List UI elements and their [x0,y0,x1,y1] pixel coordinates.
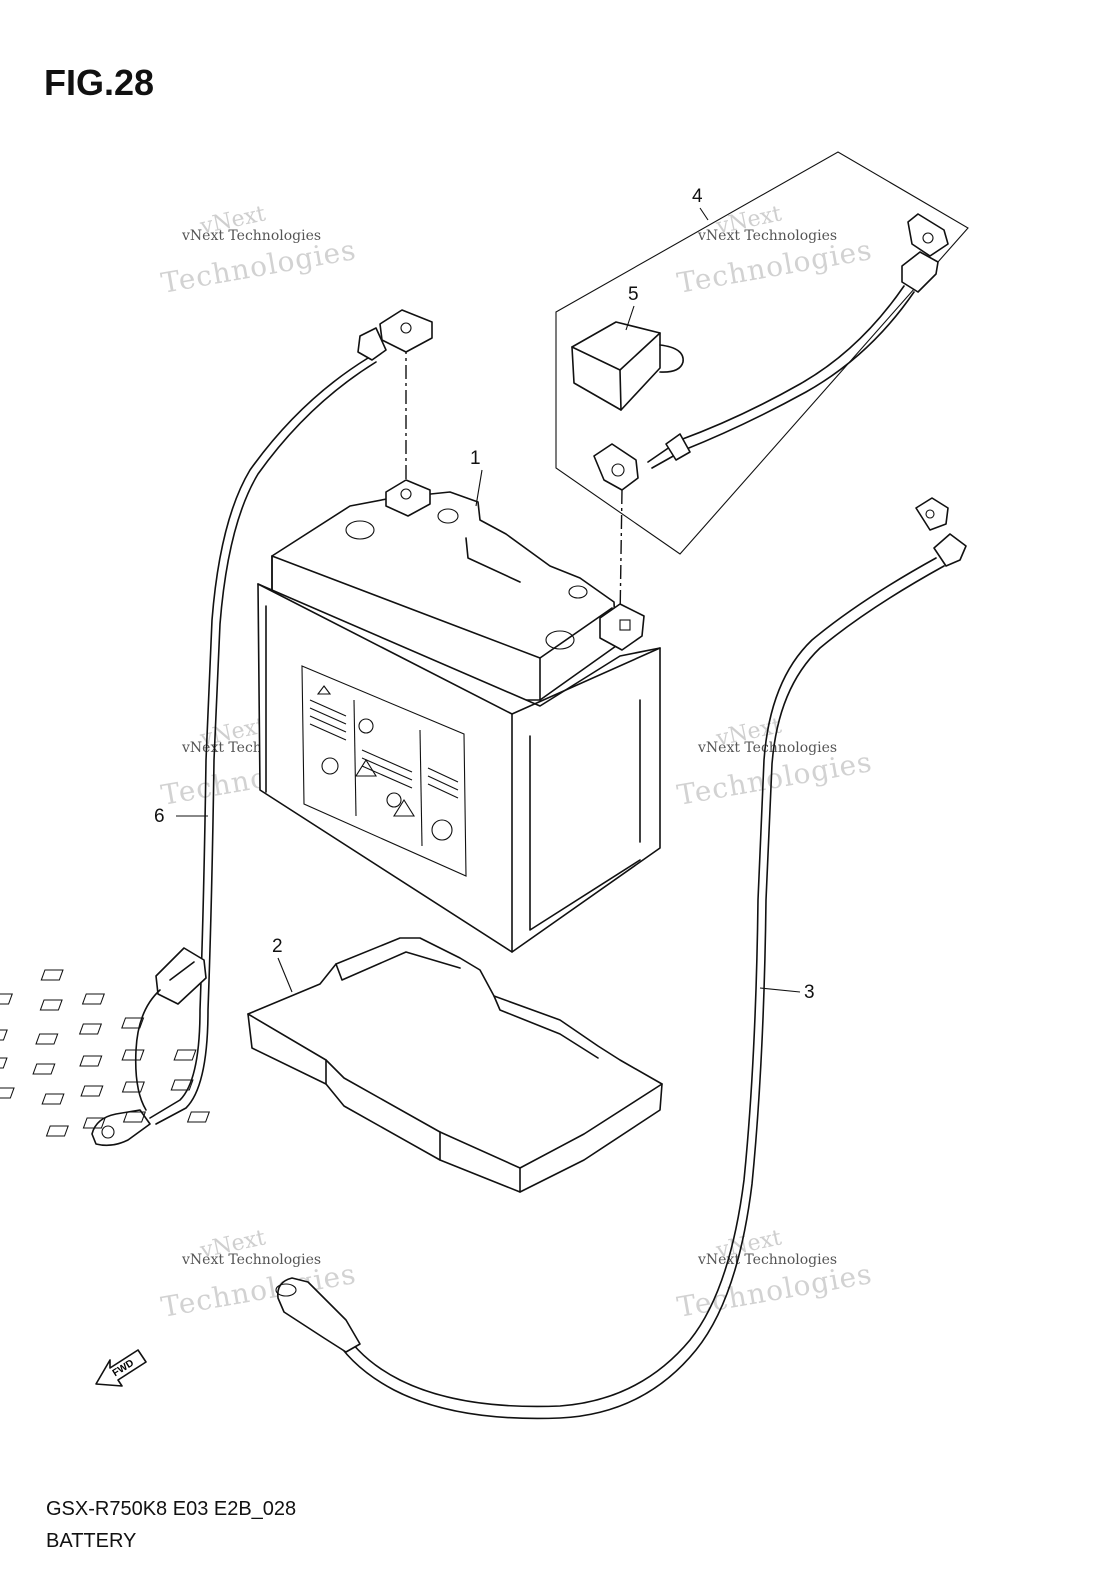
part-5-terminal-cover [571,321,684,411]
callout-3: 3 [804,982,815,1003]
part-3-positive-cable [275,497,967,1420]
part-6-negative-lead [91,309,433,1147]
callout-1: 1 [470,448,481,469]
callout-5: 5 [628,284,639,305]
part-1-battery [257,479,661,953]
part-2-battery-tray [0,937,663,1193]
figure-title: FIG.28 [44,62,155,103]
model-code: GSX-R750K8 E03 E2B_028 [46,1498,297,1520]
callout-6: 6 [154,806,165,827]
part-4-lead-wire [593,213,949,491]
part-4-kit-box [555,151,969,555]
callout-leaders [176,207,801,993]
callout-4: 4 [692,186,703,207]
fwd-arrow-icon: FWD [95,1349,147,1387]
section-name: BATTERY [46,1530,137,1552]
callout-2: 2 [272,936,283,957]
